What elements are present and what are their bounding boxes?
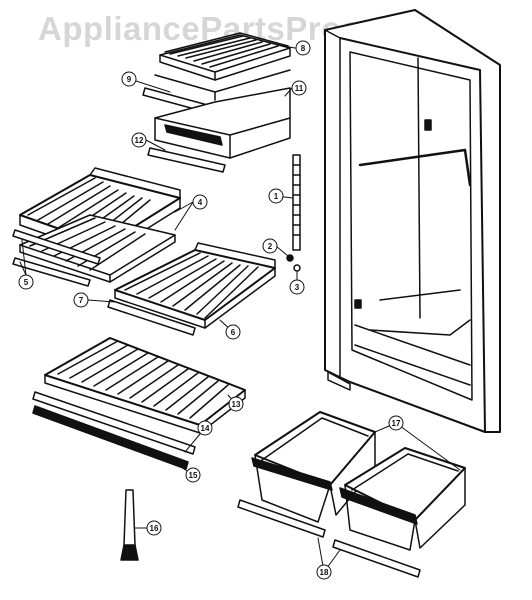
callout-6: 6: [225, 324, 241, 340]
leader-lines: [19, 44, 461, 573]
callout-1: 1: [268, 188, 284, 204]
callouts: 8 9 11 12 1 4 2 3 5 7 6 13 14 15 16 17 1…: [18, 40, 404, 580]
svg-text:12: 12: [135, 136, 144, 145]
top-shelf: [154, 32, 291, 101]
callout-3: 3: [289, 279, 305, 295]
svg-text:18: 18: [320, 568, 329, 577]
screw-3: [293, 264, 301, 272]
callout-13: 13: [228, 396, 244, 412]
screw-2: [286, 254, 294, 262]
glass-shelf: [44, 337, 246, 434]
callout-4: 4: [192, 194, 208, 210]
crisper-drawer-left: [251, 411, 376, 523]
pin-16: [120, 489, 139, 561]
bar-12: [147, 147, 226, 173]
wire-shelf-6: [114, 242, 276, 329]
svg-text:1: 1: [274, 192, 279, 201]
svg-text:13: 13: [232, 400, 241, 409]
svg-text:17: 17: [392, 419, 401, 428]
svg-text:6: 6: [231, 328, 236, 337]
svg-text:11: 11: [295, 84, 304, 93]
bar-5: [12, 229, 101, 287]
svg-text:16: 16: [150, 524, 159, 533]
trim-15: [32, 405, 189, 470]
rail-1: [292, 154, 301, 251]
crisper-drawer-right: [339, 447, 466, 551]
meat-tray: [154, 87, 291, 159]
callout-18: 18: [316, 564, 332, 580]
bar-18: [237, 499, 421, 578]
callout-17: 17: [388, 415, 404, 431]
callout-8: 8: [295, 40, 311, 56]
svg-text:15: 15: [189, 471, 198, 480]
svg-text:7: 7: [79, 296, 84, 305]
callout-2: 2: [262, 238, 278, 254]
svg-text:9: 9: [127, 75, 132, 84]
callout-15: 15: [185, 467, 201, 483]
callout-16: 16: [146, 520, 162, 536]
svg-text:5: 5: [24, 278, 29, 287]
callout-9: 9: [121, 71, 137, 87]
svg-text:3: 3: [295, 283, 300, 292]
svg-text:14: 14: [201, 424, 210, 433]
trim-14: [32, 391, 196, 455]
callout-14: 14: [197, 420, 213, 436]
callout-12: 12: [131, 132, 147, 148]
svg-text:8: 8: [301, 44, 306, 53]
callout-5: 5: [18, 274, 34, 290]
callout-7: 7: [73, 292, 89, 308]
svg-text:4: 4: [198, 198, 203, 207]
svg-text:2: 2: [268, 242, 273, 251]
bar-7: [107, 299, 196, 336]
callout-11: 11: [291, 80, 307, 96]
refrigerator-cabinet: [324, 9, 501, 433]
